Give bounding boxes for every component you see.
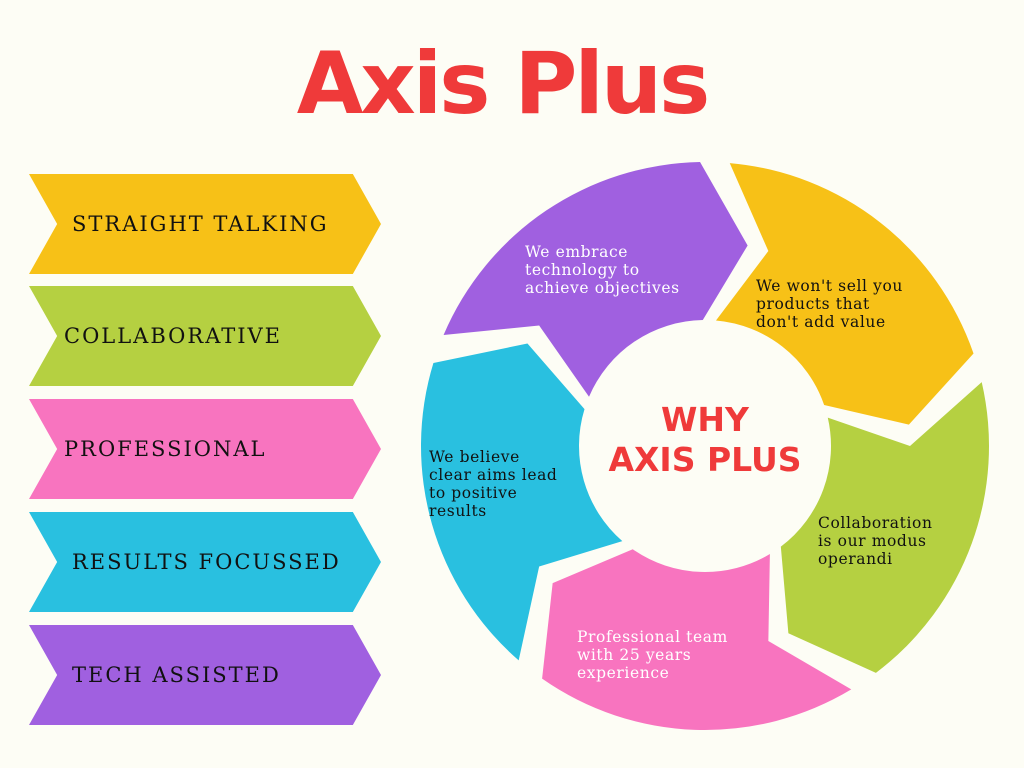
value-label: RESULTS FOCUSSED — [72, 550, 341, 574]
center-line-2: AXIS PLUS — [608, 440, 802, 479]
segment-text-value: We won't sell you products that don't ad… — [756, 277, 904, 331]
value-chevron-tech-assisted: TECH ASSISTED — [29, 625, 381, 725]
value-chevron-results-focussed: RESULTS FOCUSSED — [29, 512, 381, 612]
cycle-segment-collaboration — [780, 382, 989, 673]
value-label: STRAIGHT TALKING — [72, 212, 329, 236]
value-chevron-professional: PROFESSIONAL — [29, 399, 381, 499]
cycle-segment-professional — [542, 549, 852, 730]
segment-text-technology: We embrace technology to achieve objecti… — [525, 243, 680, 297]
cycle-segment-aims — [420, 343, 623, 661]
segment-text-collaboration: Collaboration is our modus operandi — [818, 514, 933, 568]
value-chevron-collaborative: COLLABORATIVE — [29, 286, 381, 386]
center-line-1: WHY — [661, 400, 749, 439]
page-title: Axis Plus — [296, 34, 711, 134]
segment-text-aims: We believe clear aims lead to positive r… — [429, 448, 558, 520]
value-label: COLLABORATIVE — [64, 324, 283, 348]
center-label: WHY AXIS PLUS — [580, 400, 830, 480]
value-label: PROFESSIONAL — [64, 437, 267, 461]
value-label: TECH ASSISTED — [72, 663, 281, 687]
cycle-segment-technology — [443, 162, 748, 397]
value-chevron-straight-talking: STRAIGHT TALKING — [29, 174, 381, 274]
cycle-segment-value — [715, 163, 974, 425]
segment-text-professional: Professional team with 25 years experien… — [577, 628, 728, 682]
